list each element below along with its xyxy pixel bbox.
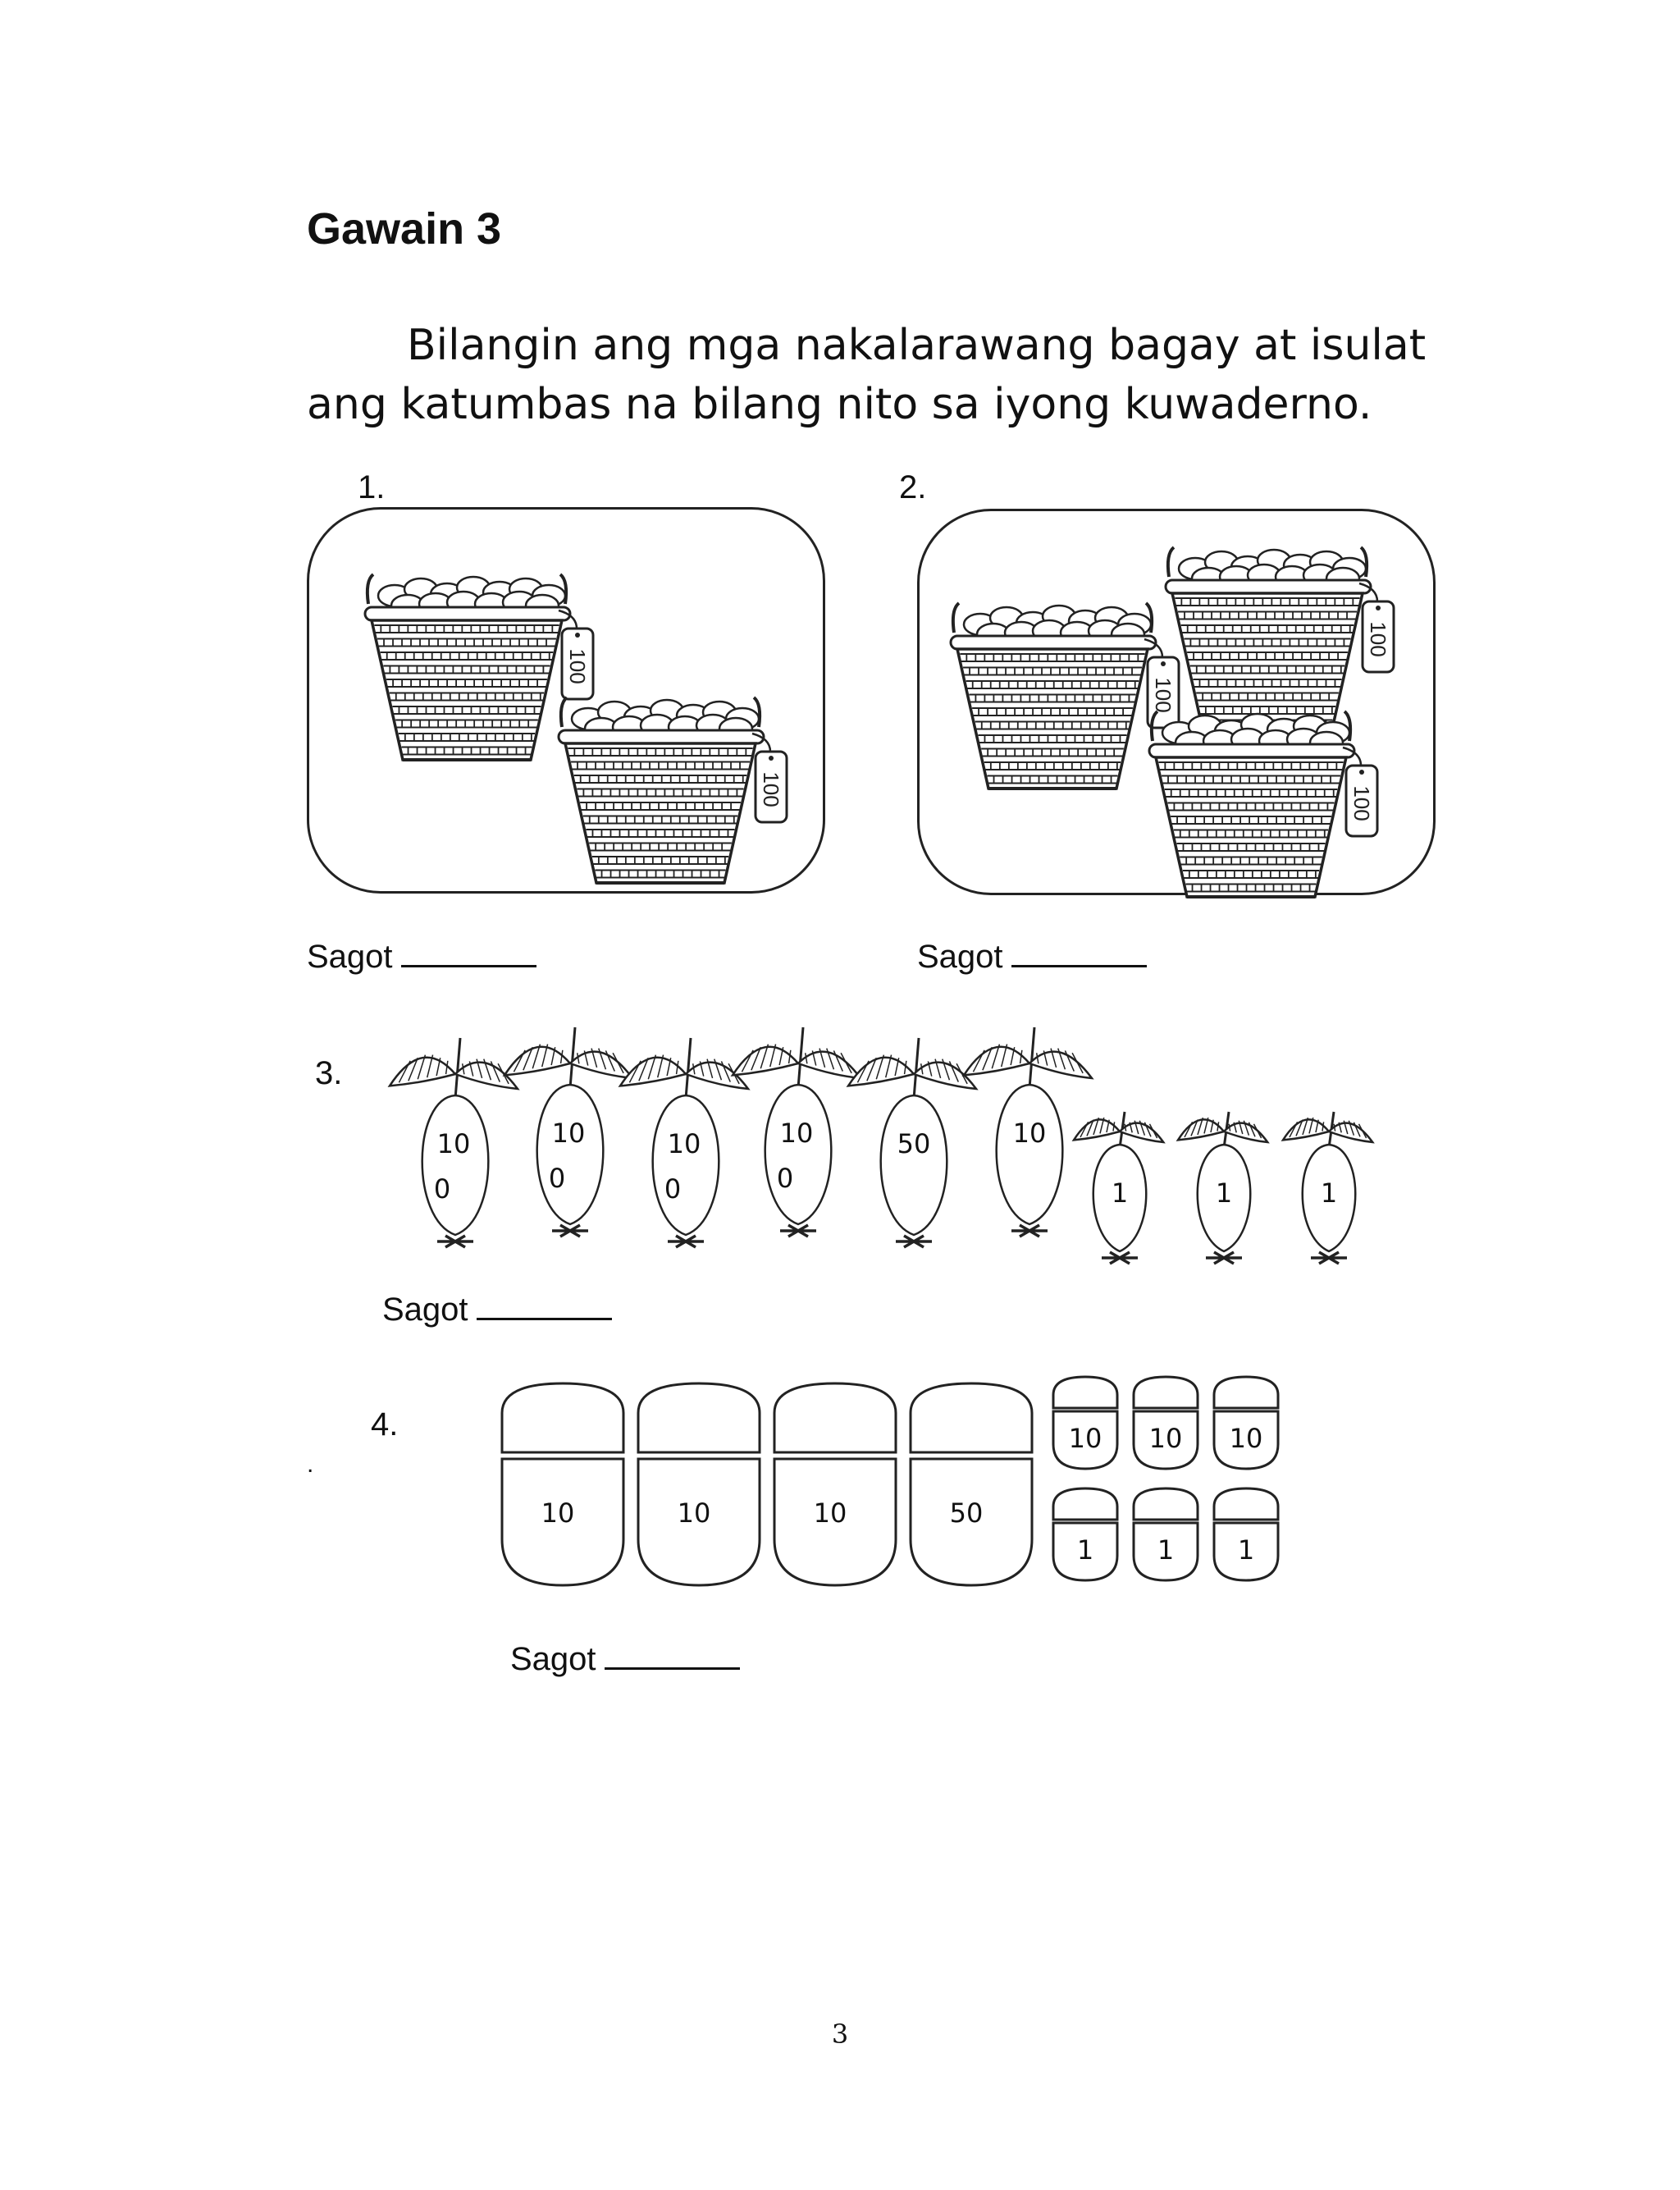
answer-blank[interactable] [476,1290,612,1320]
item-2-answer: Sagot [917,937,1147,976]
price-tag: 100 [1361,600,1395,674]
stray-dot: . [307,1451,314,1478]
fruit-item: 100 [502,1026,635,1238]
large-block: 50 [909,1382,1034,1587]
price-tag: 100 [1146,656,1180,729]
basket-3: 100 [1148,710,1379,898]
block-value-label: 50 [950,1497,984,1529]
fruit-value-label: 10 [668,1128,701,1159]
basket-1: 100 [949,601,1180,790]
instruction-line-1: Bilangin ang mga nakalarawang bagay at i… [407,321,1427,370]
fruit-value-label: 1 [1321,1177,1337,1209]
instruction-line-2: ang katumbas na bilang nito sa iyong kuw… [307,380,1372,429]
fruit-value-label: 10 [437,1128,471,1159]
fruit-value-label: 10 [780,1118,814,1149]
svg-text:100: 100 [759,771,783,807]
fruit-value-label: 0 [434,1173,450,1205]
block-value-label: 1 [1157,1534,1174,1566]
basket-2: 100 [1164,546,1395,734]
fruit-value-label: 50 [897,1128,931,1159]
page-number: 3 [831,2019,849,2050]
instructions: Bilangin ang mga nakalarawang bagay at i… [307,316,1504,434]
fruit-item: 50 [846,1037,979,1249]
fruit-value-label: 0 [664,1173,681,1205]
block-value-label: 10 [678,1497,711,1529]
item-2-baskets: 100 100 100 [949,546,1395,898]
item-3-number: 3. [315,1055,343,1091]
item-4-number: 4. [371,1406,399,1442]
fruit-item: 100 [387,1037,520,1249]
answer-blank[interactable] [1011,937,1147,967]
item-2-number: 2. [899,469,927,505]
fruit-item: 100 [618,1037,751,1249]
small-block: 1 [1052,1487,1119,1582]
item-3-answer: Sagot [382,1290,612,1328]
item-2-frame: 100 100 100 [917,509,1436,898]
answer-blank[interactable] [604,1639,740,1670]
item-4-answer: Sagot [510,1639,740,1678]
item-1-frame: 100 100 [307,507,825,894]
block-value-label: 10 [541,1497,575,1529]
answer-label: Sagot [917,939,1003,975]
svg-text:100: 100 [1349,785,1374,821]
basket-2: 100 [557,696,788,885]
block-value-label: 10 [1230,1423,1263,1454]
block-value-label: 10 [814,1497,847,1529]
fruit-item: 1 [1176,1111,1270,1265]
item-1-number: 1. [358,469,386,505]
small-block: 1 [1212,1487,1280,1582]
fruit-value-label: 10 [552,1118,586,1149]
fruit-item: 10 [961,1026,1094,1238]
item-1-answer: Sagot [307,937,536,976]
block-value-label: 10 [1069,1423,1102,1454]
fruit-item: 1 [1071,1111,1166,1265]
small-block: 10 [1212,1375,1280,1470]
block-value-label: 10 [1149,1423,1183,1454]
price-tag: 100 [1344,764,1379,838]
fruit-value-label: 10 [1013,1118,1047,1149]
fruit-value-label: 1 [1216,1177,1232,1209]
small-block: 10 [1132,1375,1199,1470]
activity-title: Gawain 3 [307,204,502,254]
answer-blank[interactable] [400,937,536,967]
answer-label: Sagot [307,939,393,975]
price-tag: 100 [560,627,595,701]
svg-text:100: 100 [565,648,590,684]
fruit-value-label: 1 [1112,1177,1128,1209]
small-block: 1 [1132,1487,1199,1582]
fruit-item: 100 [730,1026,863,1238]
block-value-label: 1 [1077,1534,1093,1566]
svg-text:100: 100 [1151,677,1176,712]
block-value-label: 1 [1238,1534,1254,1566]
svg-text:100: 100 [1366,621,1390,656]
price-tag: 100 [754,750,788,824]
large-block: 10 [500,1382,625,1587]
answer-label: Sagot [510,1641,596,1677]
fruit-value-label: 0 [549,1163,565,1194]
fruit-value-label: 0 [777,1163,793,1194]
item-4-shapes: 10 10 10 50 10 10 10 1 1 1 [500,1375,1280,1587]
answer-label: Sagot [382,1292,468,1328]
fruit-item: 1 [1281,1111,1375,1265]
small-block: 10 [1052,1375,1119,1470]
item-1-baskets: 100 100 [363,573,788,885]
basket-1: 100 [363,573,595,761]
large-block: 10 [773,1382,897,1587]
large-block: 10 [637,1382,761,1587]
